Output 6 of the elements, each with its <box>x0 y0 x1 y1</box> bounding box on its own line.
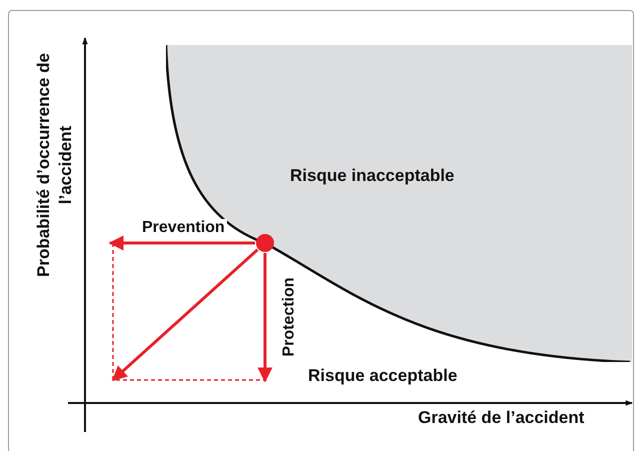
region-label: Risque inacceptable <box>290 166 454 186</box>
arrow <box>258 253 272 382</box>
arrow <box>108 236 255 250</box>
axis-title: Probabilité d’occurrence de l’accident <box>33 52 76 279</box>
region-label: Risque acceptable <box>308 366 458 386</box>
axis-title: Gravité de l’accident <box>418 408 584 428</box>
